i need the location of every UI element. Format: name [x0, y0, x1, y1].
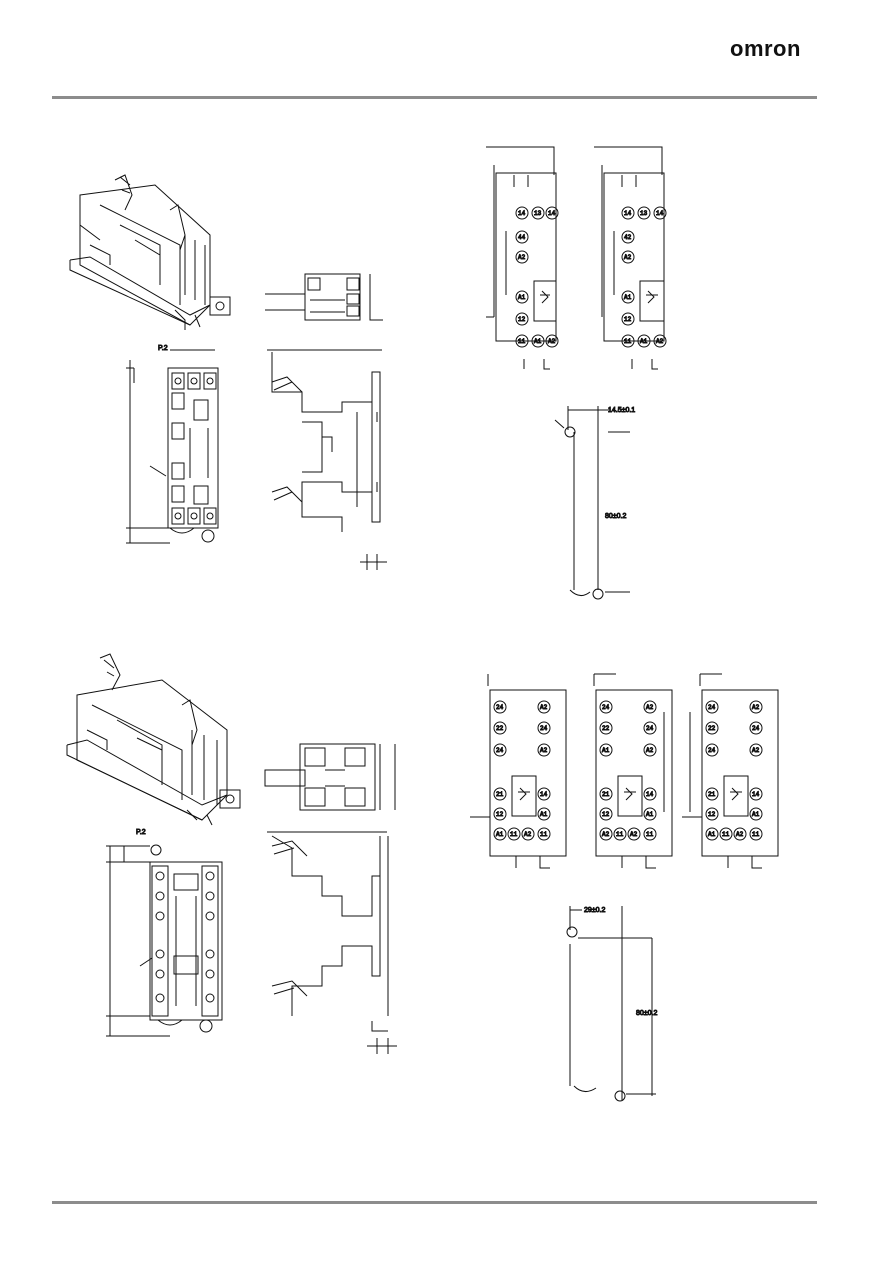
mounting-width-label: 14.5±0.1 — [608, 407, 635, 414]
terminal-label: 24 — [496, 747, 504, 754]
terminal-label: A2 — [752, 704, 760, 711]
terminal-label: 11 — [624, 338, 632, 345]
mounting-width-label: 29±0.2 — [584, 907, 605, 914]
terminal-label: 24 — [708, 704, 716, 711]
terminal-label: 13 — [534, 210, 542, 217]
header-divider — [52, 96, 817, 99]
top-wiring-b: 14 13 14 42 A2 A1 12 11 A1 A2 — [592, 145, 674, 377]
terminal-label: 24 — [540, 725, 548, 732]
terminal-label: A2 — [518, 254, 526, 261]
terminal-label: 12 — [602, 811, 610, 818]
terminal-label: 42 — [624, 234, 632, 241]
terminal-label: 24 — [602, 704, 610, 711]
terminal-label: 11 — [540, 831, 548, 838]
bottom-socket-topview — [265, 742, 405, 812]
terminal-label: A2 — [540, 704, 548, 711]
terminal-label: A2 — [656, 338, 664, 345]
terminal-label: A2 — [630, 831, 638, 838]
terminal-label: 21 — [708, 791, 716, 798]
terminal-label: 12 — [708, 811, 716, 818]
bottom-wiring-c: 24 A2 22 24 24 A2 21 14 12 A1 A1 11 A2 1… — [682, 672, 782, 872]
terminal-label: A2 — [602, 831, 610, 838]
terminal-label: A2 — [624, 254, 632, 261]
terminal-label: 14 — [646, 791, 654, 798]
terminal-label: 24 — [708, 747, 716, 754]
terminal-label: 24 — [496, 704, 504, 711]
mounting-height-label: 80±0.2 — [605, 513, 626, 520]
terminal-label: A2 — [548, 338, 556, 345]
bottom-wiring-b: 24 A2 22 24 A1 A2 21 14 12 A1 A2 11 A2 1… — [576, 672, 676, 872]
terminal-label: A1 — [540, 811, 548, 818]
terminal-label: 13 — [640, 210, 648, 217]
terminal-label: 11 — [518, 338, 526, 345]
terminal-label: A2 — [646, 704, 654, 711]
terminal-label: 11 — [616, 831, 624, 838]
mounting-height-label: 80±0.2 — [636, 1010, 657, 1017]
terminal-label: 21 — [496, 791, 504, 798]
terminal-label: 11 — [646, 831, 654, 838]
terminal-label: A1 — [708, 831, 716, 838]
bottom-wiring-a: 24 A2 22 24 24 A2 21 14 12 A1 A1 11 A2 1… — [470, 672, 570, 872]
terminal-label: A1 — [602, 747, 610, 754]
terminal-label: A1 — [624, 294, 632, 301]
terminal-label: 12 — [496, 811, 504, 818]
terminal-label: 24 — [646, 725, 654, 732]
bottom-socket-sideview — [262, 826, 407, 1058]
terminal-label: A1 — [518, 294, 526, 301]
terminal-label: 11 — [752, 831, 760, 838]
terminal-label: A2 — [524, 831, 532, 838]
terminal-label: 14 — [540, 791, 548, 798]
terminal-label: A2 — [540, 747, 548, 754]
terminal-label: A1 — [534, 338, 542, 345]
top-socket-topview — [265, 272, 385, 324]
terminal-label: 44 — [518, 234, 526, 241]
terminal-label: A1 — [752, 811, 760, 818]
terminal-label: 22 — [602, 725, 610, 732]
terminal-label: 14 — [624, 210, 632, 217]
terminal-label: 14 — [548, 210, 556, 217]
terminal-label: 22 — [708, 725, 716, 732]
top-socket-sideview — [262, 342, 407, 572]
terminal-label: 11 — [722, 831, 730, 838]
pitch-label: P.2 — [158, 345, 168, 352]
terminal-label: 12 — [624, 316, 632, 323]
terminal-label: 14 — [752, 791, 760, 798]
top-mounting-holes: 14.5±0.1 80±0.2 — [550, 400, 636, 610]
terminal-label: 14 — [656, 210, 664, 217]
bottom-socket-perspective — [62, 650, 247, 825]
footer-divider — [52, 1201, 817, 1204]
top-wiring-a: 14 13 14 44 A2 A1 12 11 A1 A2 — [484, 145, 566, 377]
omron-logo: omron — [730, 36, 801, 61]
top-socket-frontview: P.2 — [120, 345, 230, 553]
pitch-label: P.2 — [136, 829, 146, 836]
terminal-label: 22 — [496, 725, 504, 732]
terminal-label: 11 — [510, 831, 518, 838]
terminal-label: 21 — [602, 791, 610, 798]
terminal-label: A2 — [646, 747, 654, 754]
bottom-socket-frontview: P.2 — [100, 829, 230, 1041]
terminal-label: 24 — [752, 725, 760, 732]
terminal-label: A1 — [646, 811, 654, 818]
top-socket-perspective — [60, 165, 240, 335]
terminal-label: A2 — [752, 747, 760, 754]
terminal-label: 12 — [518, 316, 526, 323]
terminal-label: A1 — [640, 338, 648, 345]
bottom-mounting-holes: 29±0.2 80±0.2 — [560, 900, 658, 1110]
terminal-label: 14 — [518, 210, 526, 217]
terminal-label: A1 — [496, 831, 504, 838]
terminal-label: A2 — [736, 831, 744, 838]
